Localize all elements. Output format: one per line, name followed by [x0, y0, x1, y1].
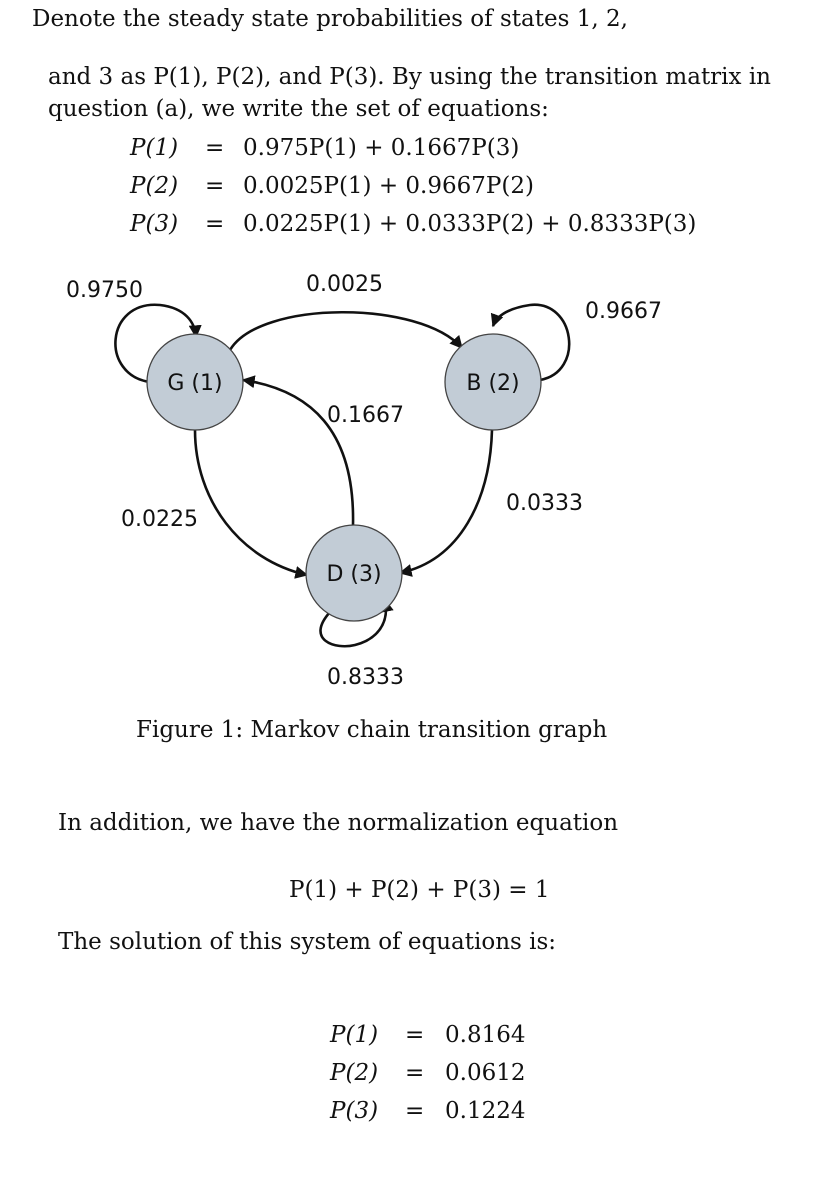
solution-operator: =: [405, 1098, 425, 1124]
equation-rhs: 0.975P(1) + 0.1667P(3): [243, 135, 520, 161]
edge-label-d-d: 0.8333: [327, 665, 404, 690]
node-g-circle: [146, 333, 244, 431]
equation-lhs: P(1): [130, 135, 179, 161]
node-g-label: G (1): [167, 371, 222, 396]
solution-lhs: P(2): [330, 1060, 379, 1086]
balance-equation-row: P(1) = 0.975P(1) + 0.1667P(3): [0, 137, 826, 163]
equation-lhs: P(2): [130, 173, 179, 199]
solution-row: P(1) = 0.8164: [0, 1024, 826, 1050]
edge-g-to-b: [228, 311, 463, 351]
edge-b-to-d: [398, 429, 494, 577]
edge-g-to-d: [193, 429, 309, 579]
node-b-label: B (2): [466, 371, 519, 396]
solution-value: 0.8164: [445, 1022, 526, 1048]
solution-operator: =: [405, 1060, 425, 1086]
intro-line-1: Denote the steady state probabilities of…: [32, 6, 628, 32]
edge-label-g-d: 0.0225: [121, 507, 198, 532]
edge-d-self-loop: [319, 598, 394, 648]
edge-label-b-d: 0.0333: [506, 491, 583, 516]
edge-g-self-loop: [114, 303, 202, 384]
node-d: D (3): [305, 524, 403, 622]
solution-lhs: P(1): [330, 1022, 379, 1048]
normalization-intro: In addition, we have the normalization e…: [58, 810, 619, 836]
edge-label-g-b: 0.0025: [306, 272, 383, 297]
edge-label-d-g: 0.1667: [327, 403, 404, 428]
node-d-circle: [305, 524, 403, 622]
equation-rhs: 0.0025P(1) + 0.9667P(2): [243, 173, 534, 199]
equation-rhs: 0.0225P(1) + 0.0333P(2) + 0.8333P(3): [243, 211, 697, 237]
edge-b-self-loop: [490, 303, 571, 382]
equation-operator: =: [205, 135, 225, 161]
normalization-equation: P(1) + P(2) + P(3) = 1: [289, 877, 550, 903]
solution-value: 0.0612: [445, 1060, 526, 1086]
intro-line-2: and 3 as P(1), P(2), and P(3). By using …: [48, 64, 771, 90]
balance-equation-row: P(2) = 0.0025P(1) + 0.9667P(2): [0, 175, 826, 201]
solution-lhs: P(3): [330, 1098, 379, 1124]
solution-row: P(3) = 0.1224: [0, 1100, 826, 1126]
node-g: G (1): [146, 333, 244, 431]
edge-d-to-g: [241, 375, 355, 526]
markov-chain-graph: G (1) B (2) D (3) 0.9750 0.0025 0.9667 0…: [66, 272, 662, 690]
solution-operator: =: [405, 1022, 425, 1048]
equation-operator: =: [205, 173, 225, 199]
intro-line-3: question (a), we write the set of equati…: [48, 96, 549, 122]
node-b: B (2): [444, 333, 542, 431]
edge-label-b-b: 0.9667: [585, 299, 662, 324]
node-b-circle: [444, 333, 542, 431]
equation-operator: =: [205, 211, 225, 237]
solution-value: 0.1224: [445, 1098, 526, 1124]
edge-label-g-g: 0.9750: [66, 278, 143, 303]
figure-caption: Figure 1: Markov chain transition graph: [136, 717, 608, 743]
equation-lhs: P(3): [130, 211, 179, 237]
solution-intro: The solution of this system of equations…: [58, 929, 557, 955]
balance-equation-row: P(3) = 0.0225P(1) + 0.0333P(2) + 0.8333P…: [0, 213, 826, 239]
solution-row: P(2) = 0.0612: [0, 1062, 826, 1088]
node-d-label: D (3): [326, 562, 381, 587]
